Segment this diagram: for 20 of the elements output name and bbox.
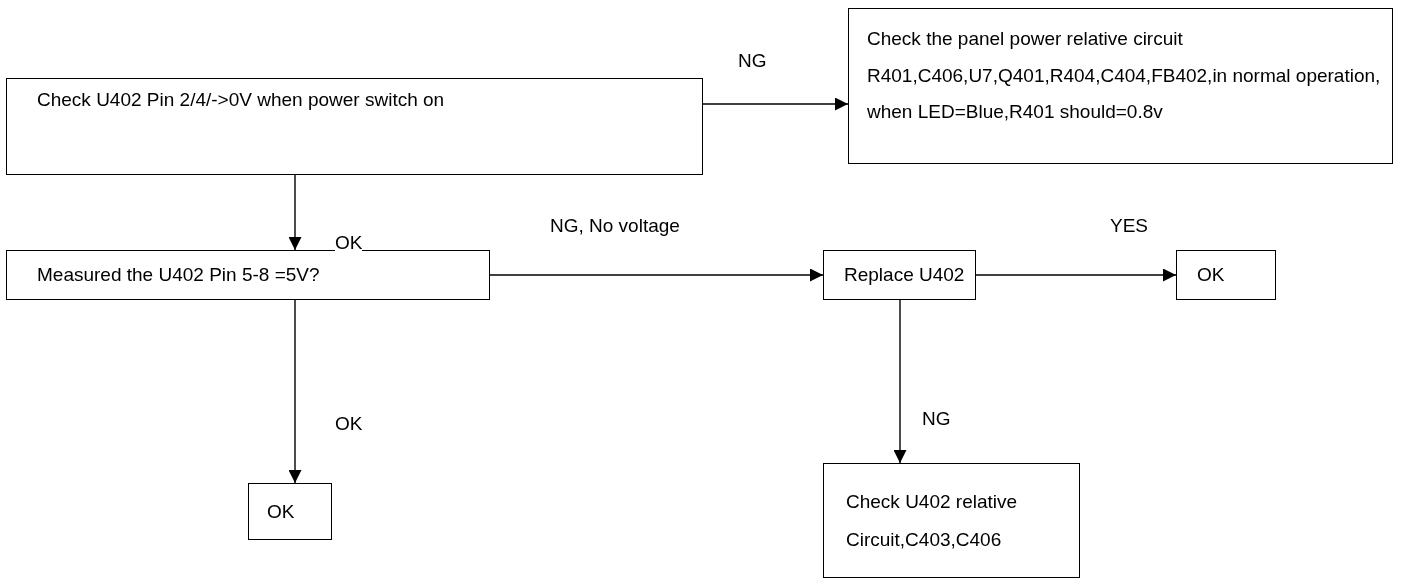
process-box [823, 250, 976, 300]
box-text: Replace U402 [844, 264, 966, 286]
arrow [288, 174, 302, 251]
box-text: Check U402 relative Circuit,C403,C406 [846, 489, 1019, 552]
process-box [848, 8, 1393, 164]
arrow [893, 299, 907, 464]
process-box [6, 250, 490, 300]
process-box [823, 463, 1080, 578]
arrow [288, 299, 302, 484]
box-text: Check the panel power relative circuit R401,C406,U7,Q401,R404,C404,FB402,in normal operation, when LED=Blue,R401 should=0.8v [867, 27, 1382, 124]
box-text: Check U402 Pin 2/4/->0V when power switch on [37, 89, 446, 111]
arrow [702, 97, 849, 111]
process-box [248, 483, 332, 540]
arrow [975, 268, 1177, 282]
box-text: Measured the U402 Pin 5-8 =5V? [37, 264, 321, 286]
process-box [6, 78, 703, 175]
arrow [489, 268, 824, 282]
box-text: OK [1197, 264, 1226, 286]
process-box [1176, 250, 1276, 300]
box-text: OK [267, 500, 296, 523]
